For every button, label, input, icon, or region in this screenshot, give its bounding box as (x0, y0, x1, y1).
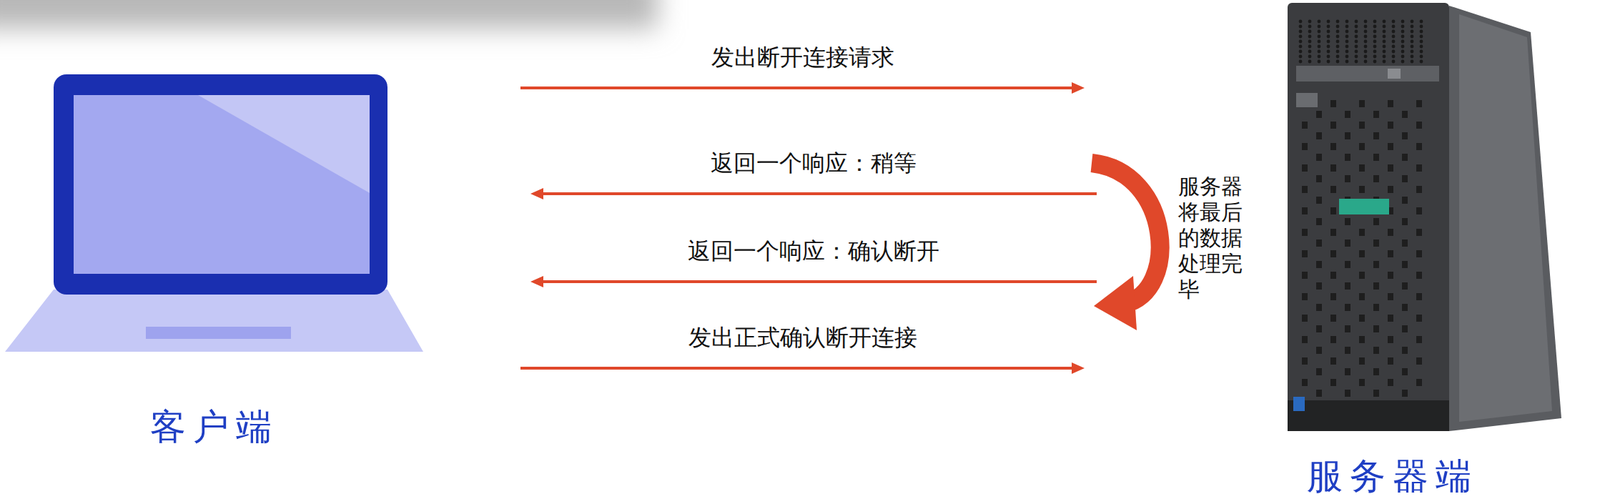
arrow-head (530, 188, 544, 200)
edge-label: 返回一个响应：确认断开 (687, 237, 940, 265)
side-note: 服务器将最后的数据处理完毕 (1178, 173, 1243, 303)
node-title: 服务器端 (1251, 456, 1533, 497)
client-node: 客户端 (5, 71, 424, 447)
arrow-head (1071, 362, 1085, 374)
edge-label: 发出断开连接请求 (711, 43, 895, 71)
edge-label: 返回一个响应：稍等 (710, 149, 917, 177)
edge-label: 发出正式确认断开连接 (688, 323, 918, 352)
shadow-band (0, 0, 658, 29)
message-arrow (530, 275, 1097, 288)
arrow-head (1071, 82, 1085, 94)
message-arrow (520, 82, 1085, 94)
server-illustration (1280, 0, 1562, 433)
curved-arrow-head (1093, 275, 1137, 331)
message-arrow (520, 362, 1085, 374)
server-node: 服务器端 (1280, 0, 1562, 497)
node-title: 客户端 (5, 407, 424, 447)
message-arrow (530, 188, 1097, 200)
arrow-head (530, 275, 544, 288)
laptop-illustration (5, 71, 424, 352)
